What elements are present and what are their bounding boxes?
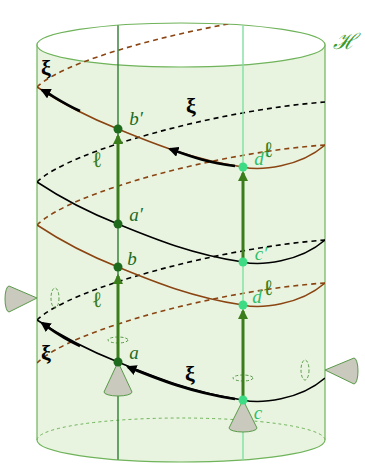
vector-label: ℓ bbox=[93, 289, 101, 311]
vector-label: ξ bbox=[41, 342, 51, 364]
point-label: d′ bbox=[254, 149, 268, 168]
vector-label: ξ bbox=[185, 363, 195, 385]
point-label: a′ bbox=[129, 205, 143, 224]
vector-label: ξ bbox=[41, 57, 51, 79]
vector-label: ℓ bbox=[264, 277, 272, 299]
point-label: b′ bbox=[129, 109, 143, 128]
point-label: a bbox=[129, 343, 139, 362]
point-label: c bbox=[254, 403, 262, 422]
horizon-label: ℋ bbox=[333, 31, 356, 53]
point-label: b bbox=[127, 249, 137, 268]
vector-label: ξ bbox=[186, 95, 196, 117]
point-label: d bbox=[252, 287, 262, 306]
point-label: c′ bbox=[255, 244, 268, 263]
vector-label: ℓ bbox=[93, 149, 101, 171]
